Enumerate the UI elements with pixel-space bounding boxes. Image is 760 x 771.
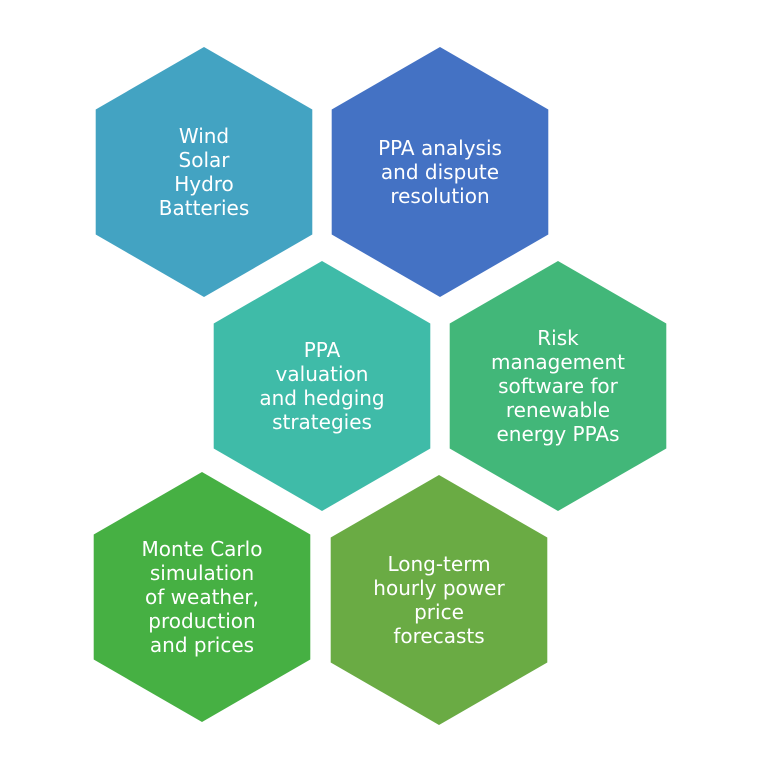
- hex-4-label-line: management: [491, 350, 625, 374]
- hex-1-label-line: Solar: [179, 148, 231, 172]
- hex-2-shape: [331, 47, 549, 297]
- hex-1-label-line: Wind: [179, 124, 229, 148]
- hex-4-label-line: Risk: [537, 326, 579, 350]
- hex-5-label-line: and prices: [150, 633, 254, 657]
- hex-5-shape: [93, 472, 311, 722]
- hex-6-label-line: price: [414, 600, 464, 624]
- hex-6-label-line: forecasts: [393, 624, 484, 648]
- hex-3-label-line: valuation: [276, 362, 369, 386]
- hex-2-label-line: PPA analysis: [378, 136, 502, 160]
- hex-3-label-line: PPA: [304, 338, 341, 362]
- hex-1-label-line: Hydro: [174, 172, 234, 196]
- hex-2-label-line: resolution: [390, 184, 489, 208]
- hex-5-label-line: production: [148, 609, 255, 633]
- hex-3-shape: [213, 261, 431, 511]
- hex-3-label-line: and hedging: [259, 386, 384, 410]
- hex-5-label-line: Monte Carlo: [142, 537, 263, 561]
- hex-2-label-line: and dispute: [381, 160, 499, 184]
- hex-4-label-line: renewable: [506, 398, 610, 422]
- hex-3-label-line: strategies: [272, 410, 372, 434]
- hex-4-shape: [449, 261, 667, 511]
- hex-5-label-line: simulation: [150, 561, 254, 585]
- hex-5-label-line: of weather,: [145, 585, 259, 609]
- hex-1-label-line: Batteries: [159, 196, 249, 220]
- hex-6-shape: [330, 475, 548, 725]
- hex-4-label-line: software for: [498, 374, 619, 398]
- hex-1-shape: [95, 47, 313, 297]
- hex-4-label-line: energy PPAs: [497, 422, 620, 446]
- hex-6-label-line: Long-term: [387, 552, 490, 576]
- hex-6-label-line: hourly power: [373, 576, 505, 600]
